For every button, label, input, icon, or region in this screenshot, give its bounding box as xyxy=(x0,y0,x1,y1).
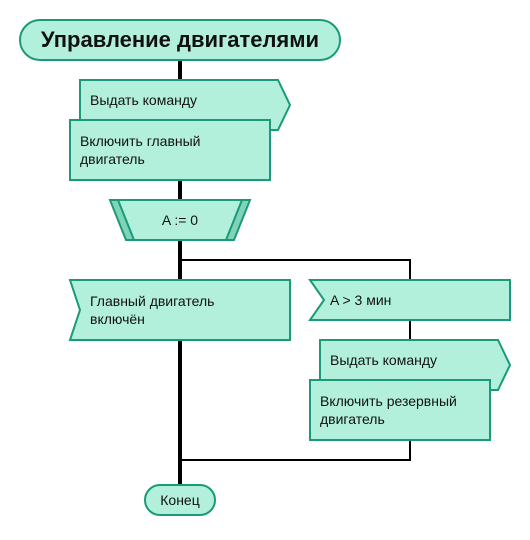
enable-main-engine-label: Включить главный двигатель xyxy=(80,133,201,167)
assign-label: A := 0 xyxy=(161,212,199,228)
enable-main-engine-box xyxy=(69,119,271,181)
title-terminator xyxy=(19,19,341,61)
diagram-title: Управление двигателями xyxy=(40,27,320,52)
send-command-label-1: Выдать команду xyxy=(90,92,198,108)
branch-line-bottom xyxy=(180,440,411,461)
send-command-label-2: Выдать команду xyxy=(330,352,438,368)
enable-backup-engine-label: Включить резервный двигатель xyxy=(320,393,457,427)
end-label: Конец xyxy=(160,492,200,508)
timer-condition-label: A > 3 мин xyxy=(330,292,392,308)
enable-backup-engine-box xyxy=(309,379,491,441)
main-engine-enabled-label: Главный двигатель включён xyxy=(90,293,215,327)
timer-condition-shape xyxy=(308,279,511,321)
assign-shape-inner xyxy=(116,199,244,241)
main-engine-enabled-shape xyxy=(68,279,291,341)
branch-line-top xyxy=(180,259,411,280)
end-terminator xyxy=(144,484,216,516)
